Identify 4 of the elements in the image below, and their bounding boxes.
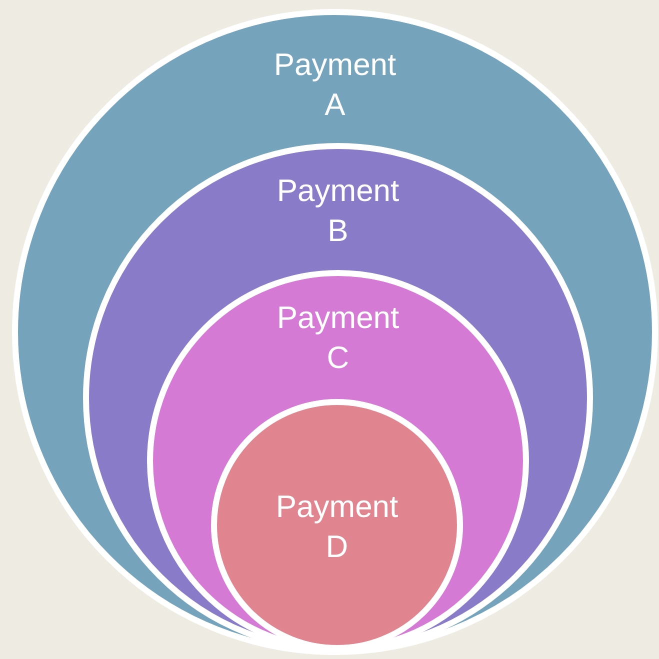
circle-label: Payment B [276, 172, 400, 250]
circle-label: Payment D [274, 488, 400, 566]
circle-label: Payment C [276, 299, 400, 377]
circle-label: Payment A [272, 46, 398, 124]
